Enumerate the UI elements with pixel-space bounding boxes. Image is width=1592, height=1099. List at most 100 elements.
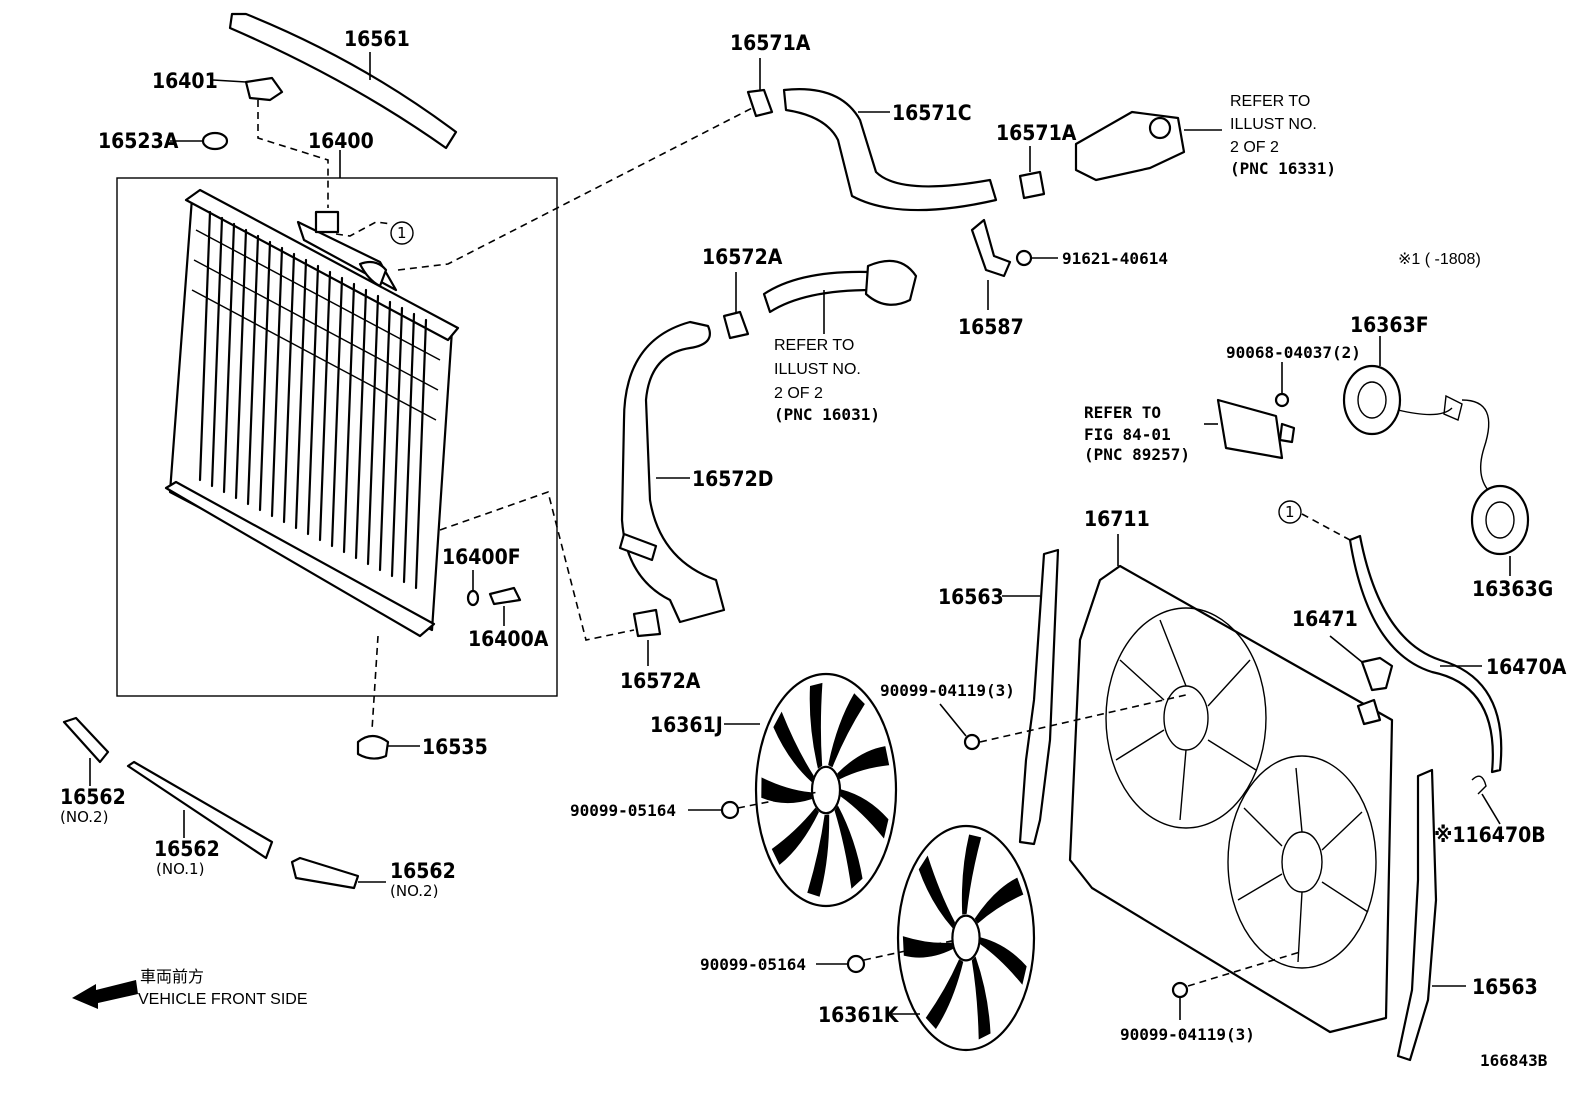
fan-16361K-blade	[902, 936, 954, 958]
radiator-16400	[164, 188, 460, 638]
seal-16562-no2-a	[62, 716, 110, 764]
label-16571C: 16571C	[892, 101, 972, 125]
front-arrow-icon	[72, 980, 138, 1009]
fan-16361K-blade	[979, 937, 1027, 985]
ref-thermostat-line3: 2 OF 2	[1230, 139, 1279, 156]
ref-fig84-line3: (PNC 89257)	[1084, 445, 1190, 464]
seal-16562-no2-b	[290, 856, 360, 890]
fan-shroud-16711	[1068, 564, 1394, 1034]
label-16571A-top: 16571A	[730, 31, 811, 55]
label-16400: 16400	[308, 129, 374, 153]
resistor-connector	[1278, 422, 1296, 444]
label-16587: 16587	[958, 315, 1024, 339]
fan-16361J-hub	[810, 765, 842, 815]
label-16400A: 16400A	[468, 627, 549, 651]
clamp-16572A-top	[722, 310, 750, 340]
label-16471: 16471	[1292, 607, 1358, 631]
radiator-cap-16401	[244, 76, 284, 102]
fan-16361K-blade	[918, 855, 956, 929]
ref-waterpump-line4: (PNC 16031)	[774, 405, 880, 424]
fan-16361K	[896, 824, 1036, 1052]
label-16562-a: 16562	[60, 785, 126, 809]
water-pump-inlet	[864, 259, 918, 306]
front-text: VEHICLE FRONT SIDE	[138, 991, 308, 1008]
fan-16361J-blade	[834, 805, 863, 889]
callout-num-1: 1	[397, 224, 407, 242]
label-16561: 16561	[344, 27, 410, 51]
fan-16361J-blade	[773, 711, 814, 783]
screw-90099-04119-a	[963, 733, 981, 751]
fan-motor-16363G	[1470, 484, 1530, 556]
fan-16361K-blade	[961, 834, 982, 915]
fan-16361J-blade	[807, 814, 830, 897]
ref-waterpump-line1: REFER TO	[774, 337, 854, 354]
callout-circle-1	[390, 221, 414, 245]
clamp-16572A-bot	[632, 608, 662, 638]
screw-90099-04119-b	[1171, 981, 1189, 999]
label-91621: 91621-40614	[1062, 249, 1168, 268]
label-16535: 16535	[422, 735, 488, 759]
label-16572A-top: 16572A	[702, 245, 783, 269]
label-90099-04119-a: 90099-04119(3)	[880, 681, 1015, 700]
fan-16361J	[754, 672, 898, 908]
ref-thermostat-line1: REFER TO	[1230, 93, 1310, 110]
fan-16361J-blade	[809, 682, 823, 769]
label-16363F: 16363F	[1350, 313, 1429, 337]
upper-seal-16561	[228, 12, 458, 150]
label-16562-a-sub: (NO.2)	[60, 808, 108, 826]
label-16572D: 16572D	[692, 467, 773, 491]
sensor-16471	[1360, 656, 1394, 692]
leader-16470B	[1481, 793, 1501, 825]
dash-callout-1b	[1301, 513, 1351, 541]
label-16562-c: 16562	[390, 859, 456, 883]
leader-16471	[1329, 635, 1363, 663]
figure-number: 166843B	[1480, 1051, 1548, 1070]
upper-hose-16571C	[782, 88, 998, 212]
fan-16361K-hub	[951, 914, 981, 962]
clamp-16571A-top	[746, 88, 774, 118]
callout-num-1b: 1	[1285, 503, 1295, 521]
fan-16361J-blade	[771, 807, 819, 865]
ref-fig84-line1: REFER TO	[1084, 403, 1161, 422]
callout-circle-1b	[1278, 500, 1302, 524]
label-16562-b: 16562	[154, 837, 220, 861]
label-90068: 90068-04037(2)	[1226, 343, 1361, 362]
bracket-16587	[970, 218, 1012, 278]
label-90099-05164-b: 90099-05164	[700, 955, 806, 974]
label-90099-05164-a: 90099-05164	[570, 801, 676, 820]
dash-lower-hose	[439, 490, 635, 641]
dash-nut-a	[737, 791, 819, 809]
ref-thermostat-line2: ILLUST NO.	[1230, 116, 1317, 133]
label-16361J: 16361J	[650, 713, 723, 737]
label-90099-04119-b: 90099-04119(3)	[1120, 1025, 1255, 1044]
fan-16361J-blade	[840, 789, 889, 839]
dash-callout-1	[335, 221, 393, 237]
label-16523A: 16523A	[98, 129, 179, 153]
cushion-16535	[356, 734, 390, 760]
leader-90099-04119-a	[939, 703, 967, 737]
dash-nut-b	[863, 939, 957, 961]
label-16572A-bot: 16572A	[620, 669, 701, 693]
inlet-pipe	[762, 270, 874, 314]
fan-16361J-blade	[837, 746, 890, 780]
label-16470A: 16470A	[1486, 655, 1567, 679]
label-16470B: ※116470B	[1434, 823, 1546, 847]
fan-motor-16363F	[1342, 364, 1495, 497]
label-16711: 16711	[1084, 507, 1150, 531]
ref-waterpump-line3: 2 OF 2	[774, 385, 823, 402]
housing-port	[1148, 116, 1172, 140]
note-1808: ※1 ( -1808)	[1398, 251, 1481, 268]
fan-16361K-blade	[971, 956, 991, 1040]
label-16562-b-sub: (NO.1)	[156, 860, 204, 878]
nut-90099-05164-b	[846, 954, 866, 974]
fan-16361K-blade	[925, 959, 964, 1030]
seal-16563-left	[1018, 548, 1060, 846]
dash-radiator-hose	[397, 103, 761, 271]
fan-resistor	[1216, 398, 1284, 460]
clamp-16571A-mid	[1018, 170, 1046, 200]
label-16563-right: 16563	[1472, 975, 1538, 999]
ref-fig84-line2: FIG 84-01	[1084, 425, 1171, 444]
hose-band	[618, 532, 658, 562]
front-kanji: 車両前方	[140, 968, 204, 986]
